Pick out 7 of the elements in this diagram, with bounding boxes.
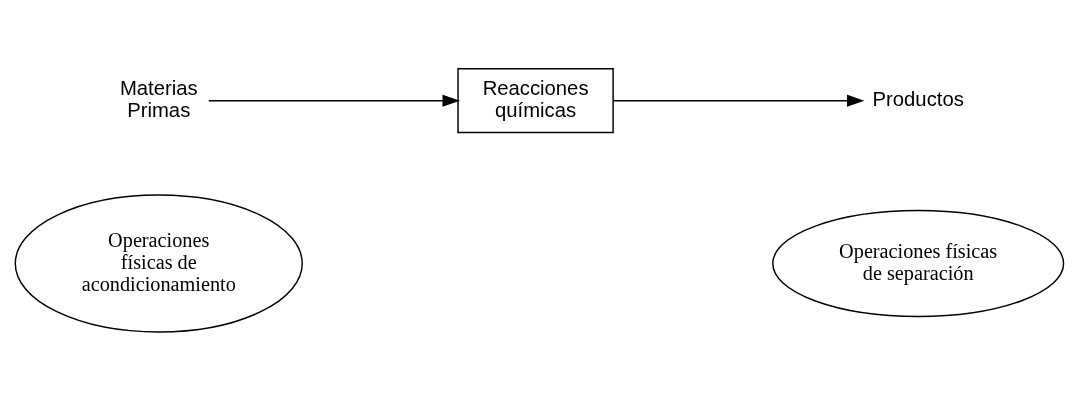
node-ellipse: Operaciones físicas de acondicionamiento: [14, 193, 303, 333]
node-text: Productos: [872, 87, 964, 110]
arrow: [612, 94, 865, 107]
arrow: [208, 94, 460, 107]
node-ellipse: Operaciones físicas de separación: [772, 209, 1065, 317]
node-box: Reacciones químicas: [457, 67, 614, 133]
node-text: Materias Primas: [119, 76, 198, 121]
